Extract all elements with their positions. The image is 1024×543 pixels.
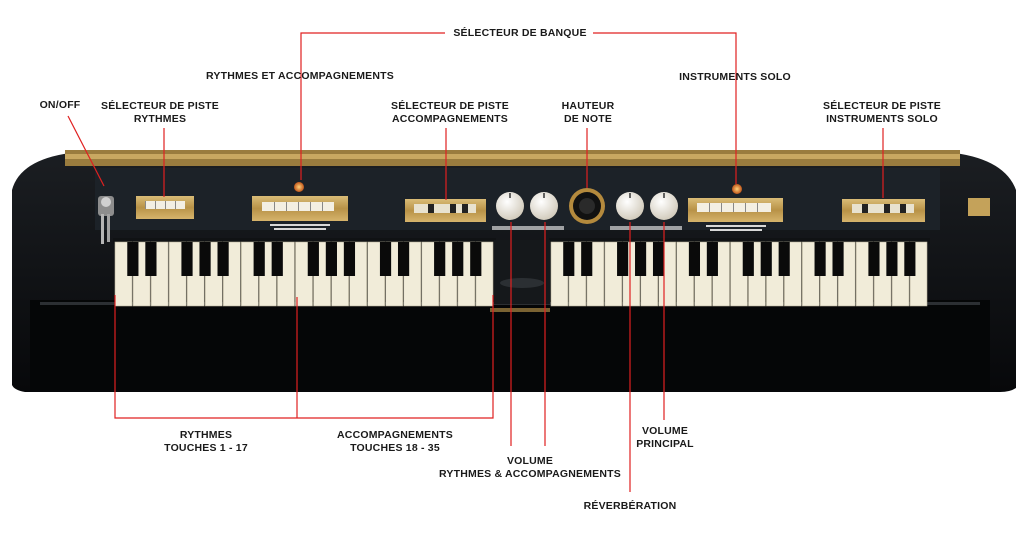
leader-line [114,295,494,419]
label-on-off: ON/OFF [39,99,81,111]
keyboard-left-black-key[interactable] [199,242,211,276]
label-volume-ra-line2: RYTHMES & ACCOMPAGNEMENTS [439,468,621,480]
reverb-knob[interactable] [616,192,644,220]
keyboard-left[interactable] [113,238,496,307]
rhythm-track-selector-panel[interactable] [136,196,194,219]
main-volume-knob[interactable] [650,192,678,220]
accomp-track-selector-panel[interactable] [405,199,486,222]
label-pitch-line1: HAUTEUR [561,100,615,112]
label-track-rhythms-line2: RYTHMES [133,113,187,125]
keyboard-right-black-key[interactable] [778,242,790,276]
keyboard-left-black-key[interactable] [253,242,265,276]
keyboard-right-black-key[interactable] [706,242,718,276]
keyboard-left-black-key[interactable] [434,242,446,276]
leader-line [300,32,445,180]
keyboard-left-black-key[interactable] [127,242,139,276]
on-off-key-switch[interactable] [98,196,114,244]
label-track-solo-line1: SÉLECTEUR DE PISTE [823,100,941,112]
keyboard-left-black-key[interactable] [452,242,464,276]
rhythm-bank-lamp [294,182,304,192]
label-track-accomp-line1: SÉLECTEUR DE PISTE [391,100,509,112]
label-bank-selector: SÉLECTEUR DE BANQUE [453,27,587,39]
leader-lines [67,32,884,492]
pitch-knob[interactable] [569,188,605,224]
leader-line [593,32,737,184]
keyboard-right-black-key[interactable] [617,242,629,276]
label-track-accomp-line2: ACCOMPAGNEMENTS [392,113,508,125]
keyboard-right-black-key[interactable] [886,242,898,276]
keyboard-left-black-key[interactable] [325,242,337,276]
keyboard-left-black-key[interactable] [343,242,356,276]
label-pitch-line2: DE NOTE [563,113,613,125]
label-main-volume-line2: PRINCIPAL [636,438,694,450]
keyboard-right-black-key[interactable] [814,242,826,276]
rhythm-accomp-bank-panel[interactable] [252,196,348,230]
keyboard-left-black-key[interactable] [145,242,157,276]
keyboard-right-black-key[interactable] [563,242,575,276]
label-pitch: HAUTEUR DE NOTE [548,100,628,126]
keyboard-left-black-key[interactable] [379,242,392,276]
keyboard-left-black-key[interactable] [271,242,283,276]
keyboard-left-black-key[interactable] [217,242,229,276]
label-track-rhythms-line1: SÉLECTEUR DE PISTE [101,100,219,112]
label-volume-ra-line1: VOLUME [506,455,554,467]
keyboard-right-black-key[interactable] [688,242,701,276]
label-rhythm-keys-line1: RYTHMES [179,429,233,441]
keyboard-right[interactable] [549,238,930,307]
keyboard-left-black-key[interactable] [470,242,482,276]
keyboard-right-black-key[interactable] [652,242,665,276]
label-rhythm-keys: RYTHMES TOUCHES 1 - 17 [146,429,266,455]
label-rhythms-accomp: RYTHMES ET ACCOMPAGNEMENTS [206,70,394,82]
label-reverb: RÉVERBÉRATION [583,500,677,512]
label-accomp-keys: ACCOMPAGNEMENTS TOUCHES 18 - 35 [330,429,460,455]
label-track-solo: SÉLECTEUR DE PISTE INSTRUMENTS SOLO [822,100,942,126]
label-solo-instruments: INSTRUMENTS SOLO [679,71,791,83]
volume-rhythms-knob-left[interactable] [496,192,524,220]
label-main-volume: VOLUME PRINCIPAL [625,425,705,451]
label-track-accomp: SÉLECTEUR DE PISTE ACCOMPAGNEMENTS [390,100,510,126]
label-main-volume-line1: VOLUME [641,425,689,437]
keyboard-right-black-key[interactable] [760,242,772,276]
keyboard-right-black-key[interactable] [868,242,880,276]
label-accomp-keys-line2: TOUCHES 18 - 35 [350,442,440,454]
solo-track-selector-panel[interactable] [842,199,925,222]
keyboard-right-black-key[interactable] [832,242,844,276]
keyboard-left-black-key[interactable] [181,242,193,276]
label-accomp-keys-line1: ACCOMPAGNEMENTS [337,429,453,441]
keyboard-right-black-key[interactable] [581,242,593,276]
solo-bank-panel[interactable] [688,198,783,231]
label-volume-rhythms-accomp: VOLUME RYTHMES & ACCOMPAGNEMENTS [430,455,630,481]
solo-bank-lamp [732,184,742,194]
volume-rhythms-knob-right[interactable] [530,192,558,220]
label-track-rhythms: SÉLECTEUR DE PISTE RYTHMES [100,100,220,126]
label-rhythm-keys-line2: TOUCHES 1 - 17 [164,442,248,454]
keyboard-right-black-key[interactable] [742,242,754,276]
label-track-solo-line2: INSTRUMENTS SOLO [826,113,938,125]
keyboard-right-black-key[interactable] [904,242,916,276]
keyboard-left-black-key[interactable] [397,242,410,276]
leader-line [67,115,105,187]
keyboard-right-black-key[interactable] [635,242,647,276]
keyboard-left-black-key[interactable] [307,242,319,276]
